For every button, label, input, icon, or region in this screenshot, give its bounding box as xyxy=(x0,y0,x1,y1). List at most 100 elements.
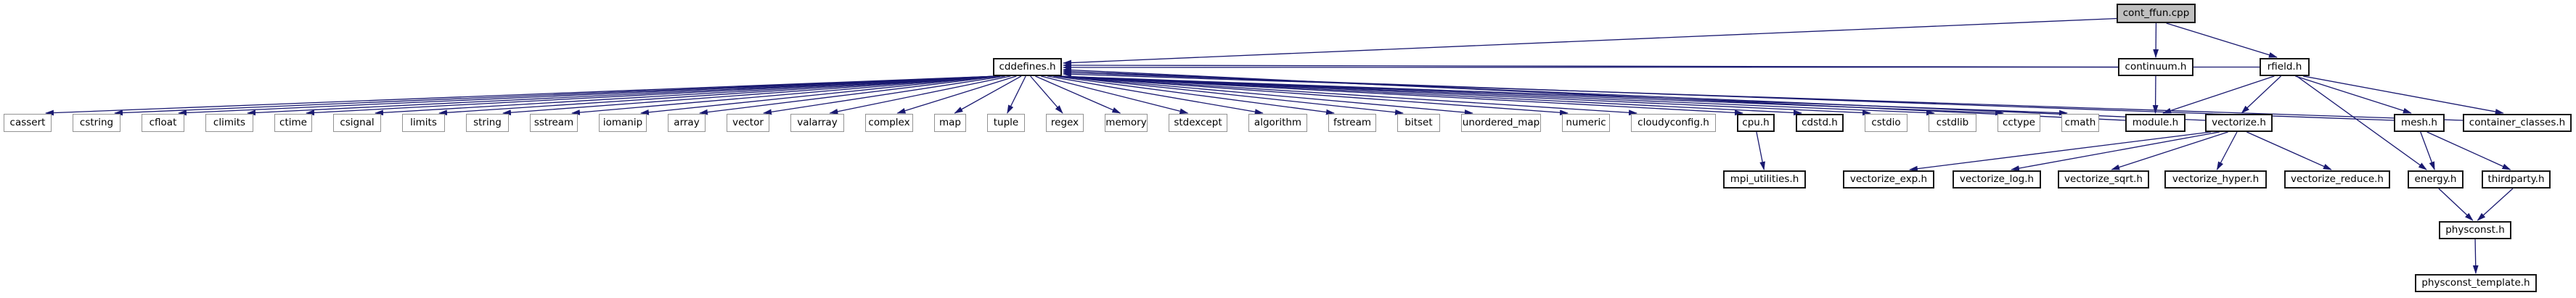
node-module-h[interactable]: module.h xyxy=(2125,114,2185,132)
node-label: cdstd.h xyxy=(1802,116,1838,128)
node-physconst_template-h[interactable]: physconst_template.h xyxy=(2415,274,2537,292)
edge-cddefines-h-to-limits xyxy=(438,75,998,116)
node-tuple: tuple xyxy=(987,114,1025,132)
node-label: thirdparty.h xyxy=(2487,173,2545,185)
edge-rfield-h-to-energy-h xyxy=(2296,75,2427,170)
node-label: module.h xyxy=(2132,116,2179,128)
node-cassert: cassert xyxy=(4,114,52,132)
node-label: container_classes.h xyxy=(2469,116,2566,128)
node-vectorize_reduce-h[interactable]: vectorize_reduce.h xyxy=(2284,170,2390,189)
edge-rfield-h-to-vectorize-h xyxy=(2241,75,2281,114)
node-label: cont_ffun.cpp xyxy=(2122,7,2190,19)
edge-cddefines-h-to-bitset xyxy=(1057,75,1404,115)
node-label: string xyxy=(473,116,502,128)
edge-vectorize-h-to-vectorize_exp-h xyxy=(1908,131,2211,172)
node-label: mesh.h xyxy=(2401,116,2437,128)
node-label: climits xyxy=(213,116,246,128)
edge-rfield-h-to-mesh-h xyxy=(2295,75,2412,114)
node-label: regex xyxy=(1050,116,1079,128)
node-label: ctime xyxy=(279,116,307,128)
node-vectorize_exp-h[interactable]: vectorize_exp.h xyxy=(1843,170,1934,189)
edge-cddefines-h-to-map xyxy=(954,75,1022,114)
edge-cddefines-h-to-memory xyxy=(1035,75,1121,114)
node-vectorize_hyper-h[interactable]: vectorize_hyper.h xyxy=(2164,170,2267,189)
edge-energy-h-to-physconst-h xyxy=(2438,188,2474,221)
node-container_classes-h[interactable]: container_classes.h xyxy=(2463,114,2572,132)
node-label: cpu.h xyxy=(1742,116,1770,128)
edge-cddefines-h-to-unordered_map xyxy=(1057,75,1473,115)
edge-cddefines-h-to-cloudyconfig-h xyxy=(1057,75,1637,116)
node-cdstd-h[interactable]: cdstd.h xyxy=(1796,114,1844,132)
edge-cont_ffun-cpp-to-rfield-h xyxy=(2166,22,2278,58)
edge-cddefines-h-to-vector xyxy=(763,75,1005,115)
node-label: vectorize_log.h xyxy=(1959,173,2035,185)
edge-cddefines-h-to-cdstd-h xyxy=(1057,75,1802,116)
node-numeric: numeric xyxy=(1562,114,1610,132)
node-physconst-h[interactable]: physconst.h xyxy=(2439,221,2511,239)
node-label: cddefines.h xyxy=(999,60,1056,73)
edge-cddefines-h-to-array xyxy=(699,75,1001,115)
edge-physconst-h-to-physconst_template-h xyxy=(2472,239,2479,274)
edge-cpu-h-to-mpi_utilities-h xyxy=(1756,131,1765,170)
node-label: vector xyxy=(732,116,764,128)
node-label: cstdlib xyxy=(1936,116,1969,128)
node-label: complex xyxy=(868,116,910,128)
node-label: cmath xyxy=(2064,116,2096,128)
node-cddefines-h[interactable]: cddefines.h xyxy=(993,58,1062,76)
edge-cddefines-h-to-cassert xyxy=(45,75,998,116)
edge-rfield-h-to-cddefines-h xyxy=(1063,65,2261,70)
edge-cddefines-h-to-cstring xyxy=(114,75,998,116)
edge-cddefines-h-to-cfloat xyxy=(178,75,998,116)
node-cfloat: cfloat xyxy=(142,114,184,132)
node-label: tuple xyxy=(993,116,1019,128)
node-vectorize_log-h[interactable]: vectorize_log.h xyxy=(1953,170,2041,189)
node-label: unordered_map xyxy=(1462,116,1540,128)
edge-cddefines-h-to-csignal xyxy=(375,75,998,116)
node-cpu-h[interactable]: cpu.h xyxy=(1737,114,1775,132)
node-rfield-h[interactable]: rfield.h xyxy=(2260,58,2310,76)
edge-rfield-h-to-module-h xyxy=(2162,75,2275,114)
node-regex: regex xyxy=(1046,114,1084,132)
node-label: vectorize_sqrt.h xyxy=(2064,173,2143,185)
node-cloudyconfig-h: cloudyconfig.h xyxy=(1631,114,1716,132)
node-label: cctype xyxy=(2002,116,2035,128)
node-vectorize_sqrt-h[interactable]: vectorize_sqrt.h xyxy=(2058,170,2149,189)
edge-cddefines-h-to-climits xyxy=(247,75,998,116)
node-sstream: sstream xyxy=(530,114,578,132)
node-label: vectorize.h xyxy=(2212,116,2266,128)
node-thirdparty-h[interactable]: thirdparty.h xyxy=(2482,170,2551,189)
node-limits: limits xyxy=(402,114,445,132)
node-label: physconst_template.h xyxy=(2421,276,2530,289)
node-climits: climits xyxy=(205,114,253,132)
node-continuum-h[interactable]: continuum.h xyxy=(2118,58,2193,76)
node-label: bitset xyxy=(1404,116,1433,128)
node-label: physconst.h xyxy=(2445,223,2505,236)
node-label: valarray xyxy=(797,116,838,128)
node-label: numeric xyxy=(1566,116,1606,128)
node-label: vectorize_hyper.h xyxy=(2172,173,2260,185)
edge-cddefines-h-to-sstream xyxy=(571,75,998,115)
edge-thirdparty-h-to-physconst-h xyxy=(2477,188,2514,221)
node-complex: complex xyxy=(865,114,913,132)
node-bitset: bitset xyxy=(1397,114,1440,132)
edge-cont_ffun-cpp-to-cddefines-h xyxy=(1063,17,2118,66)
node-csignal: csignal xyxy=(333,114,381,132)
node-vectorize-h[interactable]: vectorize.h xyxy=(2205,114,2273,132)
node-label: iomanip xyxy=(602,116,643,128)
node-label: cstdio xyxy=(1871,116,1901,128)
node-mpi_utilities-h[interactable]: mpi_utilities.h xyxy=(1723,170,1806,189)
node-label: map xyxy=(939,116,961,128)
node-mesh-h[interactable]: mesh.h xyxy=(2394,114,2445,132)
node-label: array xyxy=(674,116,700,128)
edge-cddefines-h-to-string xyxy=(502,75,998,116)
node-label: memory xyxy=(1105,116,1147,128)
edge-container_classes-h-to-cddefines-h xyxy=(1063,71,2464,121)
edge-vectorize-h-to-vectorize_log-h xyxy=(2011,131,2220,171)
node-energy-h[interactable]: energy.h xyxy=(2408,170,2463,189)
node-map: map xyxy=(934,114,966,132)
edge-cddefines-h-to-cpu-h xyxy=(1057,75,1743,116)
edge-rfield-h-to-container_classes-h xyxy=(2303,75,2504,115)
edge-vectorize-h-to-vectorize_sqrt-h xyxy=(2111,131,2228,170)
